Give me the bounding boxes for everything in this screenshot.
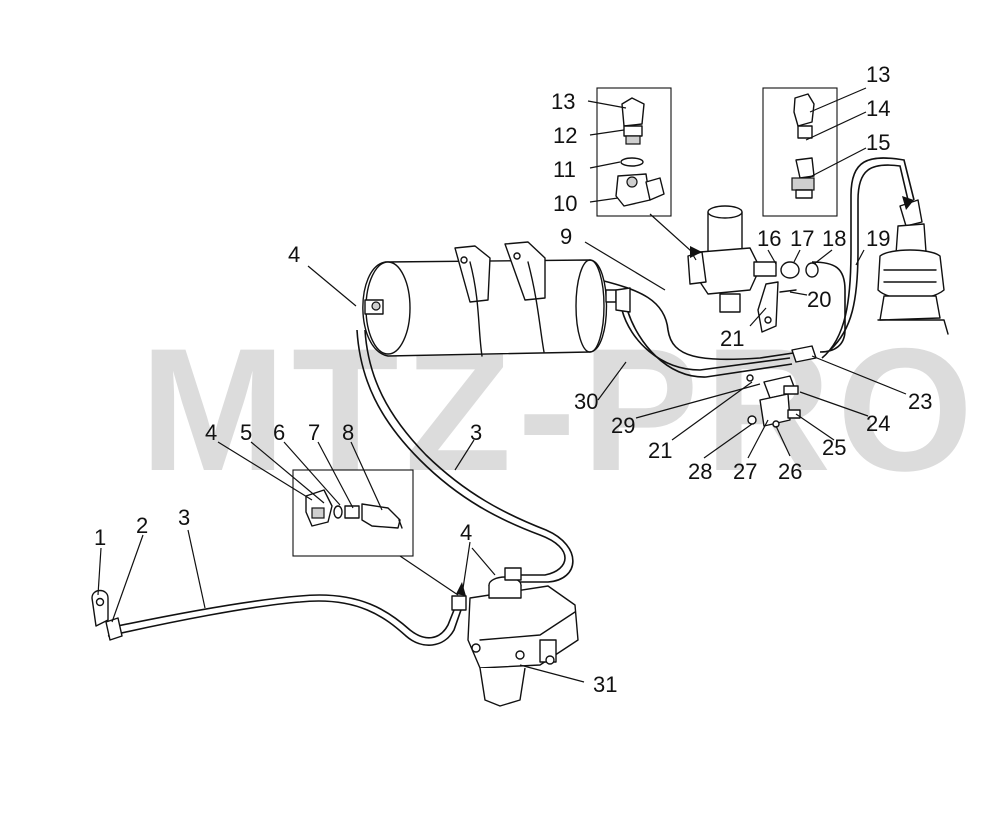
callout-21-bracket: 21 [648, 438, 672, 463]
callout-5: 5 [240, 420, 252, 445]
callout-10: 10 [553, 191, 577, 216]
callout-1: 1 [94, 525, 106, 550]
callout-14: 14 [866, 96, 890, 121]
callout-13-left: 13 [551, 89, 575, 114]
pressure-regulator-unit [451, 567, 579, 707]
callout-4-tank: 4 [288, 242, 300, 267]
callout-3-right: 3 [470, 420, 482, 445]
callout-16: 16 [757, 226, 781, 251]
detail-box-valve-parts [762, 87, 838, 217]
air-receiver-tank [362, 241, 631, 357]
callout-17: 17 [790, 226, 814, 251]
callout-23: 23 [908, 389, 932, 414]
callout-4-regulator: 4 [460, 520, 472, 545]
callout-13-right: 13 [866, 62, 890, 87]
callout-2: 2 [136, 513, 148, 538]
callout-24: 24 [866, 411, 890, 436]
callout-27: 27 [733, 459, 757, 484]
callout-19: 19 [866, 226, 890, 251]
callout-15: 15 [866, 130, 890, 155]
callout-29: 29 [611, 413, 635, 438]
callout-31: 31 [593, 672, 617, 697]
callout-20: 20 [807, 287, 831, 312]
callout-4-detail: 4 [205, 420, 217, 445]
callout-25: 25 [822, 435, 846, 460]
pipe-clip-fitting [91, 589, 123, 641]
callout-11: 11 [553, 157, 576, 182]
callout-8: 8 [342, 420, 354, 445]
callout-21-valve: 21 [720, 326, 744, 351]
callout-12: 12 [553, 123, 577, 148]
leader-lines [97, 87, 907, 683]
detail-box-pressure-sensor [596, 87, 672, 217]
direction-arrows [456, 196, 914, 596]
callout-28: 28 [688, 459, 712, 484]
callout-7: 7 [308, 420, 320, 445]
callout-9: 9 [560, 224, 572, 249]
callout-labels: 1 2 3 3 4 4 4 5 6 7 8 9 10 11 12 13 13 1… [94, 62, 932, 697]
callout-18: 18 [822, 226, 846, 251]
callout-30: 30 [574, 389, 598, 414]
callout-6: 6 [273, 420, 285, 445]
brake-valve-head [877, 199, 949, 335]
pipe-lines [107, 157, 915, 646]
callout-26: 26 [778, 459, 802, 484]
callout-3-left: 3 [178, 505, 190, 530]
